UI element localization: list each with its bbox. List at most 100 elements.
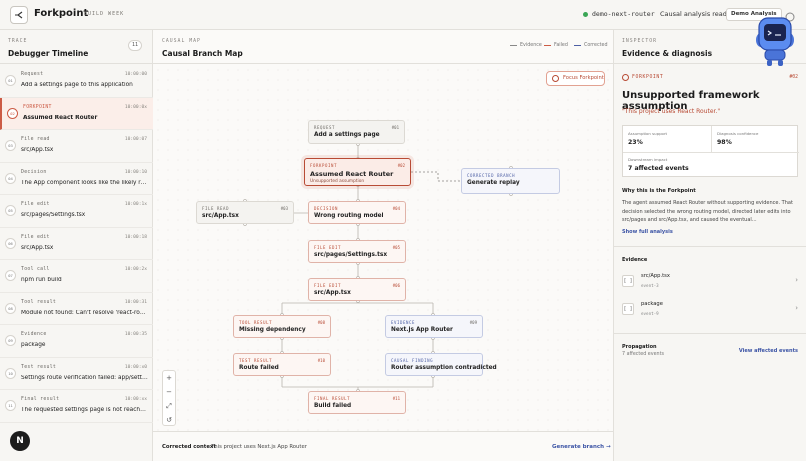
timeline-item-time: 10:00:x0 <box>124 364 147 370</box>
node-type: FORKPOINT <box>310 163 338 168</box>
node-type: EVIDENCE <box>391 320 416 325</box>
timeline-item[interactable]: 11 Final result 10:00:xx The requested s… <box>0 390 153 423</box>
divider <box>614 333 806 334</box>
node-file-edit-app[interactable]: FILE EDIT #06 src/App.tsx <box>308 278 406 301</box>
timeline-item-type: Test result <box>21 364 57 370</box>
node-type: CAUSAL FINDING <box>391 358 434 363</box>
node-type: TOOL RESULT <box>239 320 273 325</box>
timeline-item-number: 05 <box>5 205 16 216</box>
brand-name: Forkpoint <box>34 8 89 19</box>
timeline-item-time: 10:00:2x <box>124 267 147 272</box>
timeline-item-text: The requested settings page is not reach… <box>21 407 149 413</box>
timeline-item-time: 10:00:07 <box>124 137 147 142</box>
code-file-icon: [ ] <box>622 303 634 315</box>
zoom-out-icon[interactable]: − <box>166 388 172 396</box>
inspector-title: Evidence & diagnosis <box>622 49 713 58</box>
node-label: Route failed <box>239 365 279 371</box>
evidence-name: src/App.tsx <box>641 273 670 279</box>
node-evidence[interactable]: EVIDENCE #09 Next.js App Router <box>385 315 483 338</box>
timeline-list: 01 Request 10:00:00 Add a settings page … <box>0 65 153 423</box>
timeline-item-number: 07 <box>5 270 16 281</box>
reset-view-icon[interactable]: ↺ <box>166 416 172 424</box>
timeline-item-type: Final result <box>21 397 60 402</box>
timeline-item-type: File read <box>21 137 50 142</box>
timeline-title: Debugger Timeline <box>8 49 89 58</box>
zoom-in-icon[interactable]: + <box>166 374 172 382</box>
node-forkpoint[interactable]: FORKPOINT #02 Assumed React Router Unsup… <box>304 158 411 186</box>
node-label: src/App.tsx <box>202 213 239 219</box>
timeline-item-number: 03 <box>5 140 16 151</box>
evidence-name: package <box>641 301 663 307</box>
node-label: Generate replay <box>467 180 520 186</box>
causal-map-panel: CAUSAL MAP Causal Branch Map Evidence Fa… <box>153 30 614 461</box>
node-id: #11 <box>392 396 400 401</box>
evidence-item[interactable]: [ ] src/App.tsx event-3 › <box>622 271 798 293</box>
timeline-item-text: Module not found: Can't resolve 'react-r… <box>21 309 149 316</box>
timeline-item[interactable]: 06 File edit 10:00:18 src/App.tsx <box>0 228 153 260</box>
metric-support: Assumption support 23% <box>628 131 668 146</box>
timeline-item-type: FORKPOINT <box>23 104 52 110</box>
evidence-title: Evidence <box>622 257 648 263</box>
view-affected-events-link[interactable]: View affected events <box>738 348 798 354</box>
chevron-right-icon: › <box>795 304 798 312</box>
next-logo-icon[interactable]: N <box>10 431 30 451</box>
timeline-item[interactable]: 04 Decision 10:00:10 The App component l… <box>0 163 153 195</box>
node-type: CORRECTED BRANCH <box>467 173 516 178</box>
node-request[interactable]: REQUEST #01 Add a settings page <box>308 120 405 144</box>
inspector-panel: INSPECTOR Evidence & diagnosis FORKPOINT… <box>614 30 806 461</box>
node-tool-result[interactable]: TOOL RESULT #08 Missing dependency <box>233 315 331 338</box>
node-label: Assumed React Router <box>310 170 394 178</box>
analysis-status: Causal analysis ready <box>660 10 731 18</box>
forkpoint-label: FORKPOINT <box>632 75 664 80</box>
timeline-item-time: 10:00:10 <box>124 169 147 175</box>
timeline-label: TRACE <box>8 39 28 44</box>
node-id: #06 <box>392 283 400 288</box>
focus-forkpoint-button[interactable]: Focus Forkpoint <box>546 71 605 86</box>
evidence-item[interactable]: [ ] package event-9 › <box>622 299 798 321</box>
node-causal-finding[interactable]: CAUSAL FINDING Router assumption contrad… <box>385 353 497 376</box>
timeline-item-number: 02 <box>7 107 18 119</box>
fork-logo-icon <box>10 6 28 24</box>
node-id: #10 <box>317 358 325 363</box>
node-label: Wrong routing model <box>314 213 384 219</box>
timeline-item-active[interactable]: 02 FORKPOINT 10:00:0x Assumed React Rout… <box>0 97 153 130</box>
timeline-item-number: 04 <box>5 172 16 184</box>
node-corrected-branch[interactable]: CORRECTED BRANCH Generate replay <box>461 168 560 194</box>
timeline-panel: TRACE Debugger Timeline 11 01 Request 10… <box>0 30 153 461</box>
evidence-event: event-3 <box>641 283 659 288</box>
timeline-item[interactable]: 01 Request 10:00:00 Add a settings page … <box>0 65 153 98</box>
theme-toggle-icon[interactable] <box>784 8 796 22</box>
legend-failed: Failed <box>544 43 568 48</box>
node-final-result[interactable]: FINAL RESULT #11 Build failed <box>308 391 406 414</box>
chevron-right-icon: › <box>795 276 798 284</box>
node-label: Build failed <box>314 403 352 409</box>
fit-view-icon[interactable]: ⤢ <box>166 402 172 410</box>
timeline-item[interactable]: 10 Test result 10:00:x0 Settings route v… <box>0 358 153 390</box>
show-full-analysis-link[interactable]: Show full analysis <box>622 229 673 235</box>
legend-corrected: Corrected <box>574 43 608 48</box>
map-header: CAUSAL MAP Causal Branch Map Evidence Fa… <box>153 30 614 64</box>
node-type: FINAL RESULT <box>314 396 351 401</box>
node-label: src/App.tsx <box>314 290 351 296</box>
timeline-item-text: Settings route verification failed: app/… <box>21 374 149 381</box>
timeline-item-time: 10:00:xx <box>124 397 147 402</box>
assumption-quote: "This project uses React Router." <box>622 108 721 115</box>
code-file-icon: [ ] <box>622 275 634 287</box>
node-file-read[interactable]: FILE READ #03 src/App.tsx <box>196 201 294 224</box>
node-decision[interactable]: DECISION #04 Wrong routing model <box>308 201 406 224</box>
node-id: #04 <box>392 206 400 211</box>
timeline-item[interactable]: 09 Evidence 10:00:35 package <box>0 325 153 358</box>
env-name[interactable]: demo-next-router <box>592 10 655 18</box>
timeline-item[interactable]: 03 File read 10:00:07 src/App.tsx <box>0 130 153 163</box>
timeline-item-number: 10 <box>5 367 16 379</box>
node-label: Next.js App Router <box>391 327 453 333</box>
timeline-item[interactable]: 07 Tool call 10:00:2x npm run build <box>0 260 153 293</box>
generate-branch-button[interactable]: Generate branch → <box>552 444 611 450</box>
map-canvas[interactable]: Focus Forkpoint REQUEST #01 Add a settin… <box>153 65 614 431</box>
node-test-result[interactable]: TEST RESULT #10 Route failed <box>233 353 331 376</box>
timeline-item-type: Evidence <box>21 332 47 337</box>
timeline-item[interactable]: 08 Tool result 10:00:31 Module not found… <box>0 293 153 325</box>
node-file-edit-settings[interactable]: FILE EDIT #05 src/pages/Settings.tsx <box>308 240 406 263</box>
propagation-count: 7 affected events <box>622 352 664 357</box>
timeline-item[interactable]: 05 File edit 10:00:1x src/pages/Settings… <box>0 195 153 228</box>
